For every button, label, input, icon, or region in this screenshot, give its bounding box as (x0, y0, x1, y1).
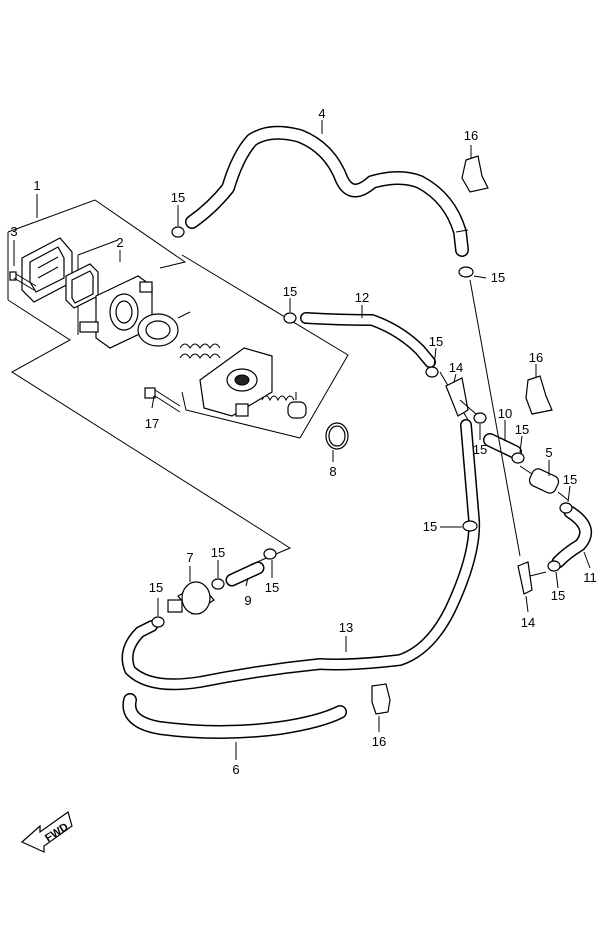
thermostat (137, 311, 191, 347)
valve-plug (287, 392, 307, 419)
hose-item-6 (122, 693, 347, 739)
pump-cover-gasket (21, 237, 73, 303)
label-item-14: 14 (521, 615, 535, 630)
hose-item-4 (185, 125, 469, 257)
label-item-15: 15 (171, 190, 185, 205)
label-item-9: 9 (244, 593, 251, 608)
spring-2 (261, 395, 295, 402)
filter-item-5 (519, 465, 569, 501)
clip-item-16-bottom (371, 683, 391, 715)
label-item-15: 15 (283, 284, 297, 299)
label-item-15: 15 (423, 519, 437, 534)
t-joint-item-14-upper (445, 377, 477, 417)
label-item-10: 10 (498, 406, 512, 421)
label-item-12: 12 (355, 290, 369, 305)
spring-1 (179, 343, 221, 359)
label-item-14: 14 (449, 360, 463, 375)
label-item-16: 16 (529, 350, 543, 365)
label-item-15: 15 (149, 580, 163, 595)
label-item-5: 5 (545, 445, 552, 460)
callout-labels: 1 2 3 4 15 16 15 15 12 15 14 16 10 15 15… (10, 106, 596, 777)
label-item-13: 13 (339, 620, 353, 635)
label-item-15: 15 (473, 442, 487, 457)
label-item-7: 7 (186, 550, 193, 565)
bolt-item-3 (9, 271, 37, 291)
hose-item-10 (483, 433, 522, 459)
label-item-15: 15 (491, 270, 505, 285)
label-item-16: 16 (372, 734, 386, 749)
label-item-8: 8 (329, 464, 336, 479)
clip-item-16-top (461, 155, 489, 193)
label-item-15: 15 (563, 472, 577, 487)
valve-housing (199, 347, 273, 417)
hose-item-12 (300, 312, 436, 368)
callout-lines (13, 120, 591, 760)
label-item-15: 15 (211, 545, 225, 560)
hose-item-13 (121, 419, 481, 691)
o-ring-item-8 (325, 422, 349, 450)
hose-item-9 (225, 561, 265, 587)
t-joint-item-14-lower (517, 561, 547, 595)
label-item-17: 17 (145, 416, 159, 431)
label-item-16: 16 (464, 128, 478, 143)
label-item-6: 6 (232, 762, 239, 777)
label-item-15: 15 (429, 334, 443, 349)
hose-clamps (151, 226, 573, 628)
label-item-15: 15 (265, 580, 279, 595)
fwd-arrow-icon: FWD (20, 811, 73, 853)
label-item-15: 15 (515, 422, 529, 437)
label-item-11: 11 (583, 570, 597, 585)
fuel-filter-item-7 (167, 581, 215, 615)
label-item-2: 2 (116, 235, 123, 250)
label-item-1: 1 (33, 178, 40, 193)
label-item-15: 15 (551, 588, 565, 603)
label-item-3: 3 (10, 224, 17, 239)
clip-item-16-mid (525, 375, 553, 415)
label-item-4: 4 (318, 106, 325, 121)
hose-item-11 (551, 505, 593, 569)
bolt-item-17 (144, 387, 181, 413)
